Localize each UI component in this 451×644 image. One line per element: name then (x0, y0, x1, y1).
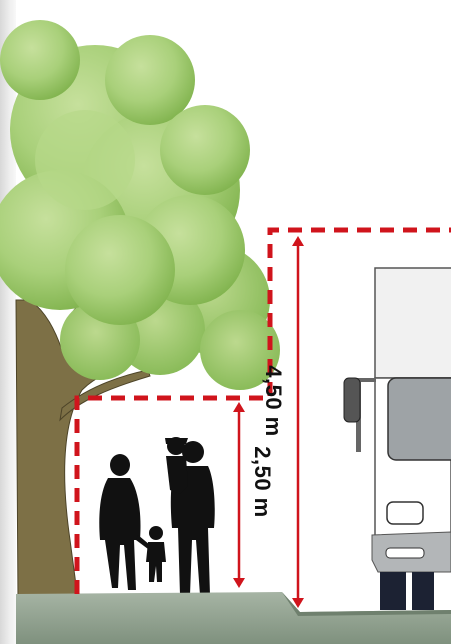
dimension-arrow-2-50 (233, 402, 245, 588)
truck-fog-light (385, 547, 425, 559)
truck-windshield (387, 377, 451, 461)
tree-clearance-label: 2,50 m (250, 446, 275, 518)
truck-mirror (343, 377, 361, 423)
woman-silhouette (99, 454, 141, 590)
tree-canopy (0, 20, 280, 390)
family-silhouette-icon (99, 437, 215, 595)
tree-icon (0, 20, 280, 601)
road-clearance-label: 4,50 m (261, 365, 286, 437)
left-margin-strip (0, 0, 16, 644)
man-silhouette (165, 437, 215, 595)
child-silhouette (136, 526, 166, 582)
dimension-arrow-4-50 (292, 236, 304, 608)
ground (16, 592, 451, 644)
truck-wheel-right (412, 572, 434, 610)
truck-cargo-box (374, 267, 451, 379)
truck-mirror-arm (356, 378, 376, 452)
truck-headlight (386, 501, 424, 525)
truck-wheel-left (380, 572, 406, 610)
truck-icon (343, 267, 451, 610)
